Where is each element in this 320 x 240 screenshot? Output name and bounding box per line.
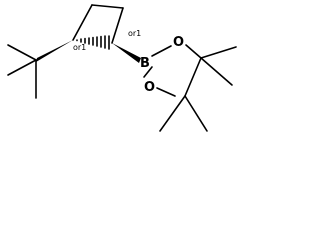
oxygen-atom-upper: O [173,35,184,50]
bond-c-c-ring [184,57,202,97]
chemical-structure: B O O or1 or1 [7,4,237,132]
stereo-descriptor-c2: or1 [73,43,86,52]
bond-methyl-upper-2 [200,57,233,86]
bond-methyl-lower-1 [159,95,186,132]
hashed-wedge-bond [76,35,110,50]
oxygen-atom-lower: O [144,80,155,95]
bond-methyl-upper-1 [200,46,237,59]
bond-ring-top [91,4,124,9]
bond-b-o-upper [151,45,172,57]
bond-b-o-lower [143,66,153,78]
wedge-bond-boron [112,43,141,63]
boron-atom: B [140,56,150,71]
wedge-bond-tbutyl [36,40,73,62]
bond-tbutyl-methyl-1 [7,44,37,61]
bond-ring-right [111,7,124,44]
bond-methyl-lower-2 [184,95,208,132]
bond-o-c-upper [185,44,202,59]
stereo-descriptor-c1: or1 [128,29,141,38]
bond-ring-left [72,4,93,41]
bond-o-c-lower [156,87,176,97]
bond-tbutyl-methyl-2 [7,59,37,76]
